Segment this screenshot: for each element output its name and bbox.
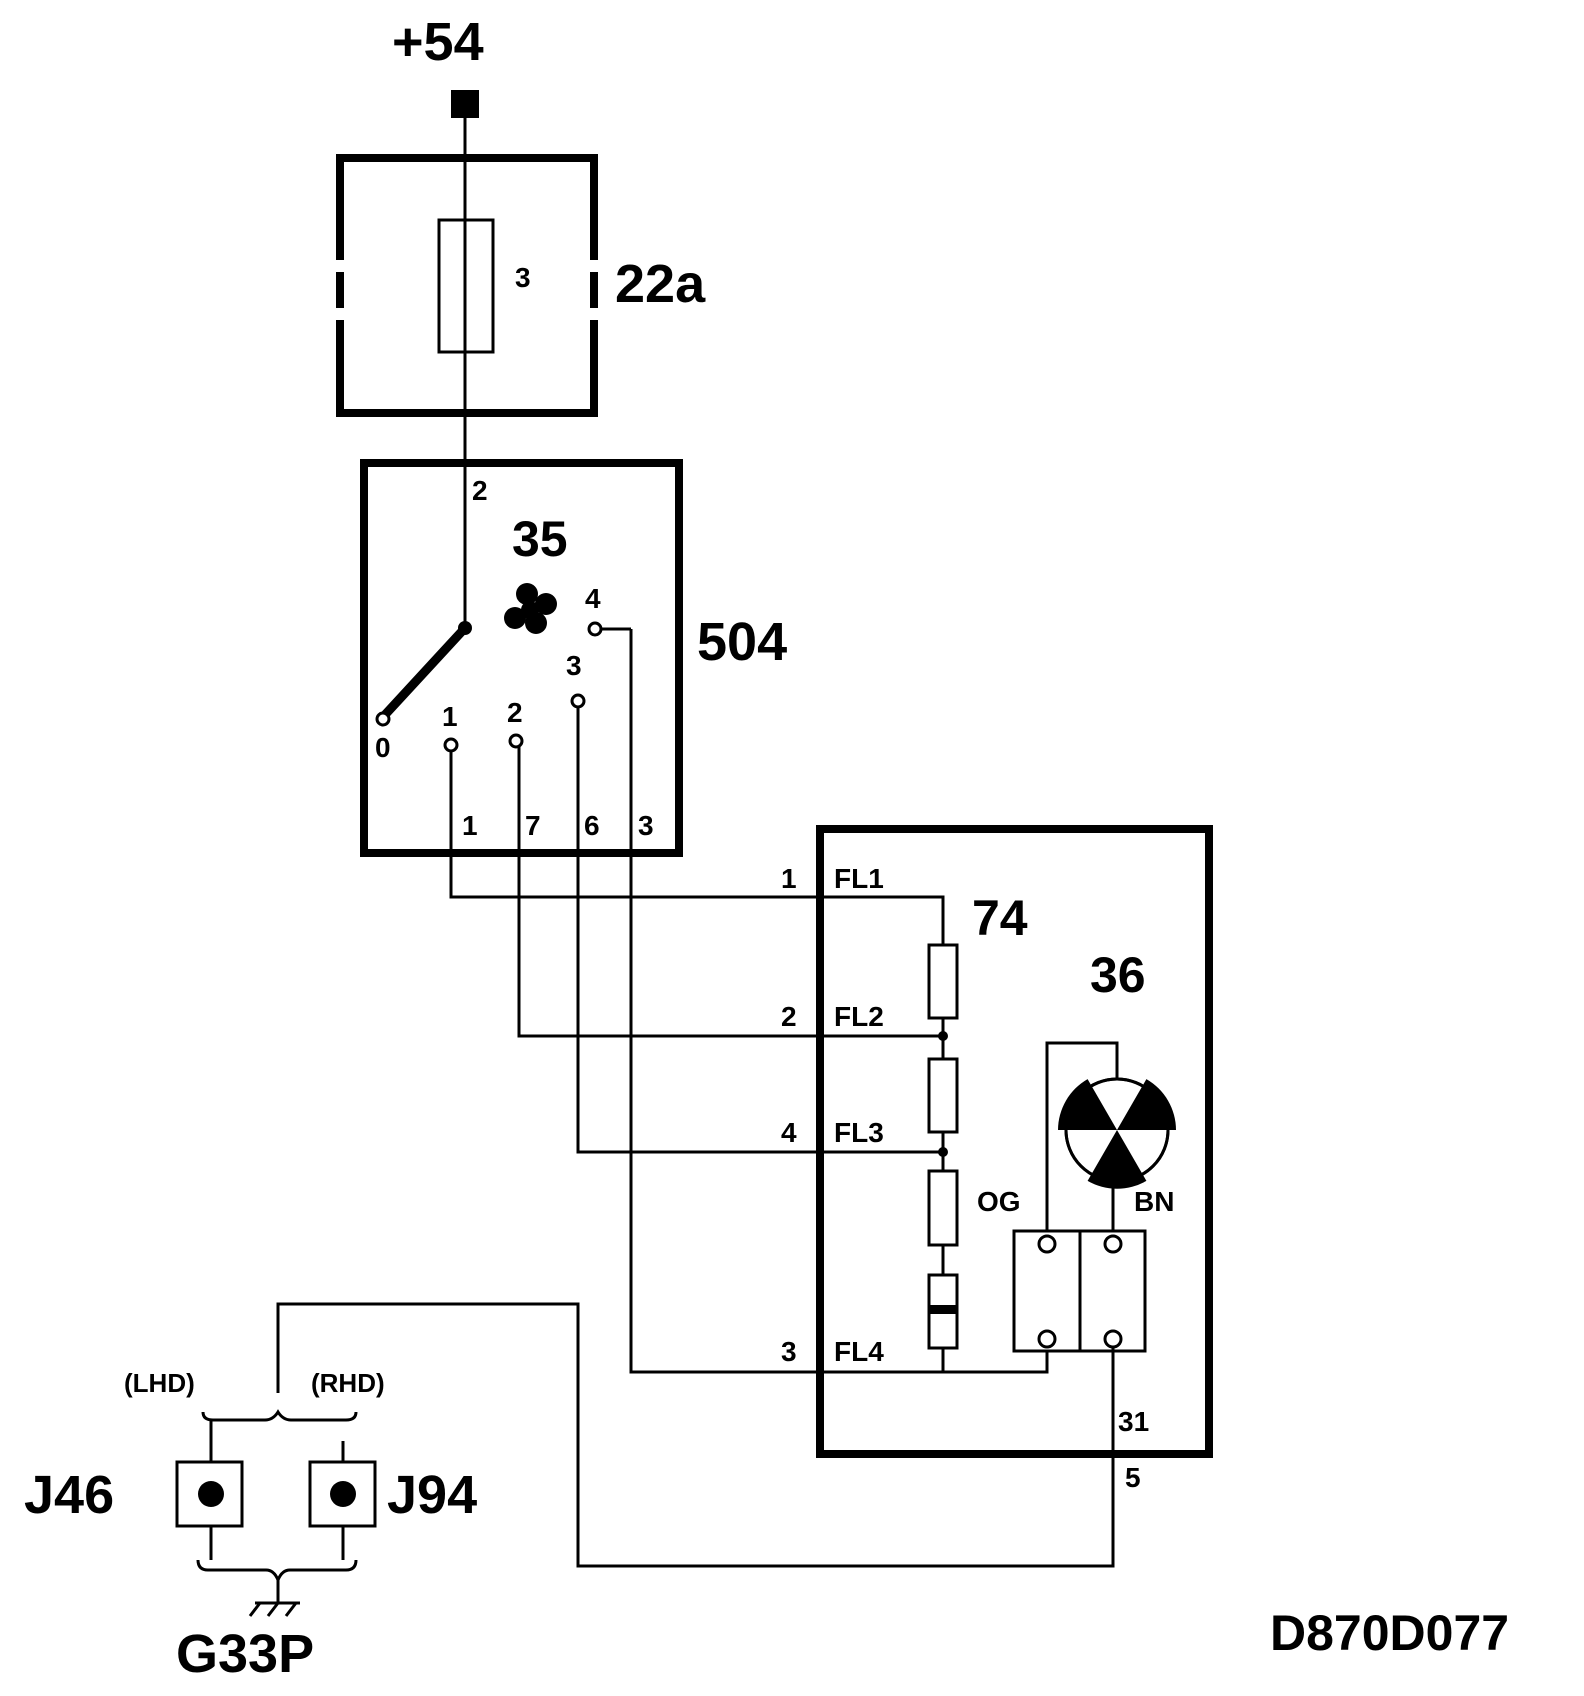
switch-contact-4 xyxy=(587,621,603,637)
lhd-label: (LHD) xyxy=(124,1368,195,1398)
j94-pin xyxy=(330,1481,356,1507)
ground-pin-outer: 5 xyxy=(1125,1462,1141,1493)
ground-pin-inner: 31 xyxy=(1118,1406,1149,1437)
ground-symbol-icon xyxy=(248,1601,300,1617)
switch-input-pin: 2 xyxy=(472,475,488,506)
resistor-1 xyxy=(927,943,959,1020)
wire-color-og: OG xyxy=(977,1186,1021,1217)
drawing-reference: D870D077 xyxy=(1270,1605,1509,1661)
switch-id: 35 xyxy=(512,511,568,567)
position-label-2: 2 xyxy=(507,697,523,728)
switch-unit-box xyxy=(360,459,683,857)
supply-label: +54 xyxy=(392,12,484,72)
position-label-0: 0 xyxy=(375,732,391,763)
thermal-fuse-band xyxy=(929,1305,957,1314)
switch-blade xyxy=(378,623,470,722)
pin-label-fl3: FL3 xyxy=(834,1117,884,1148)
fan-symbol-icon xyxy=(504,583,557,634)
pin-number-3: 3 xyxy=(781,1336,797,1367)
right-connector-label: J94 xyxy=(387,1465,477,1525)
fuse-box-bottom xyxy=(336,320,598,417)
switch-pivot xyxy=(458,621,472,635)
switch-output-pin-6: 6 xyxy=(584,810,600,841)
position-label-3: 3 xyxy=(566,650,582,681)
fan-connector-bn-bottom xyxy=(1103,1329,1123,1349)
switch-output-pin-1: 1 xyxy=(462,810,478,841)
pin-label-fl1: FL1 xyxy=(834,863,884,894)
switch-output-pin-7: 7 xyxy=(525,810,541,841)
wire-fl1 xyxy=(449,751,945,945)
junction-fl3 xyxy=(938,1147,948,1157)
upper-brace xyxy=(201,1409,358,1422)
switch-contact-2 xyxy=(508,733,524,749)
resistor-id: 74 xyxy=(972,890,1028,946)
fuse-box-top xyxy=(336,154,598,260)
switch-contact-3 xyxy=(570,693,586,709)
position-label-1: 1 xyxy=(442,701,458,732)
wire-fl2 xyxy=(517,747,943,1038)
resistor-2 xyxy=(927,1057,959,1134)
supply-terminal xyxy=(451,90,479,118)
wire-ground-return xyxy=(276,1302,1115,1568)
wire-og xyxy=(1045,1041,1119,1238)
ground-point-label: G33P xyxy=(176,1624,314,1684)
switch-unit-id: 504 xyxy=(697,612,787,672)
j46-pin xyxy=(198,1481,224,1507)
fuse-number: 3 xyxy=(515,262,531,293)
fan-motor-icon xyxy=(1058,1077,1176,1189)
resistor-3 xyxy=(927,1169,959,1247)
switch-contact-0 xyxy=(375,711,391,727)
pin-label-fl4: FL4 xyxy=(834,1336,884,1367)
junction-fl2 xyxy=(938,1031,948,1041)
wire-color-bn: BN xyxy=(1134,1186,1174,1217)
pin-number-2: 2 xyxy=(781,1001,797,1032)
pin-number-4: 4 xyxy=(781,1117,797,1148)
fan-id: 36 xyxy=(1090,947,1146,1003)
resistor-fan-unit-box xyxy=(816,825,1213,1458)
switch-contact-1 xyxy=(443,737,459,753)
fan-connector-og-bottom xyxy=(1037,1329,1057,1349)
rhd-label: (RHD) xyxy=(311,1368,385,1398)
lower-brace xyxy=(196,1559,358,1585)
fuse-box xyxy=(336,154,598,417)
position-label-4: 4 xyxy=(585,583,601,614)
fuse-box-id: 22a xyxy=(615,254,706,314)
wire-fl4 xyxy=(629,629,1049,1374)
wire-fl3 xyxy=(576,707,943,1154)
fan-connector-og-top xyxy=(1037,1234,1057,1254)
fan-connector-bn-top xyxy=(1103,1234,1123,1254)
left-connector-label: J46 xyxy=(24,1465,114,1525)
pin-number-1: 1 xyxy=(781,863,797,894)
switch-output-pin-3: 3 xyxy=(638,810,654,841)
pin-label-fl2: FL2 xyxy=(834,1001,884,1032)
